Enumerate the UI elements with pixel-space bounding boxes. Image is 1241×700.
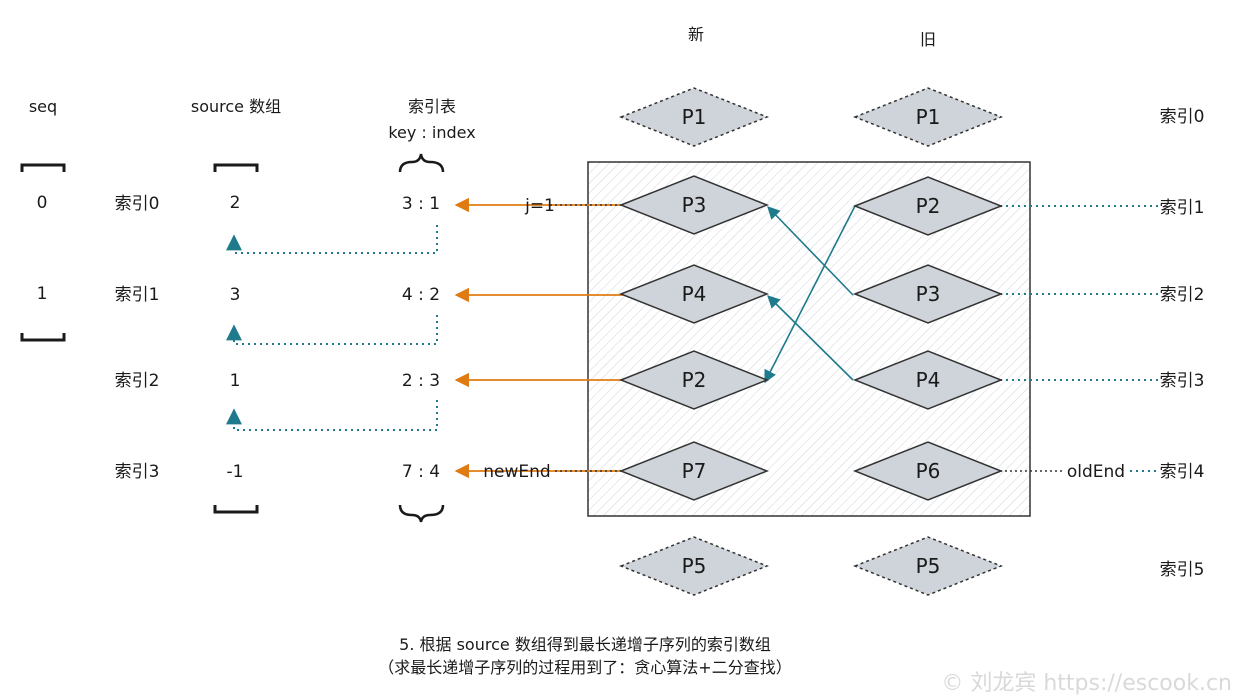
key-index-0: 3 : 1 <box>402 194 440 214</box>
source-value-2: 1 <box>230 371 241 391</box>
old-node-4: P6 <box>852 441 1004 501</box>
old-node-label-5: P5 <box>916 554 941 578</box>
index-table-header: 索引表 <box>408 97 456 116</box>
old-index-label-4: 索引4 <box>1160 462 1205 482</box>
old-node-label-2: P3 <box>916 282 941 306</box>
index-table-braces <box>398 153 445 523</box>
old-index-label-2: 索引2 <box>1160 285 1205 305</box>
old-index-label-0: 索引0 <box>1160 107 1205 127</box>
old-index-lines <box>1000 205 1158 472</box>
new-node-2: P4 <box>618 264 770 324</box>
new-node-5: P5 <box>618 536 770 596</box>
new-column-header: 新 <box>688 25 704 44</box>
new-node-label-2: P4 <box>682 282 707 306</box>
seq-bracket <box>20 163 66 342</box>
source-bracket <box>213 163 259 514</box>
key-index-3: 7 : 4 <box>402 462 440 482</box>
old-index-label-5: 索引5 <box>1160 560 1205 580</box>
new-node-3: P2 <box>618 350 770 410</box>
source-header: source 数组 <box>191 97 281 116</box>
old-column-header: 旧 <box>920 30 936 49</box>
old-index-label-1: 索引1 <box>1160 198 1205 218</box>
row-label-2: 索引2 <box>115 371 160 391</box>
seq-header: seq <box>29 97 57 116</box>
source-value-0: 2 <box>230 193 241 213</box>
pointer-old-end: oldEnd <box>1067 462 1125 482</box>
source-value-3: -1 <box>227 462 244 482</box>
row-label-0: 索引0 <box>115 194 160 214</box>
old-index-label-3: 索引3 <box>1160 371 1205 391</box>
old-node-2: P3 <box>852 264 1004 324</box>
new-node-label-5: P5 <box>682 554 707 578</box>
source-mapping-lines <box>226 225 438 431</box>
seq-value-0: 0 <box>37 193 48 213</box>
caption-line-2: （求最长递增子序列的过程用到了：贪心算法+二分查找） <box>378 658 791 677</box>
old-node-3: P4 <box>852 350 1004 410</box>
new-node-4: P7 <box>618 441 770 501</box>
old-node-label-0: P1 <box>916 105 941 129</box>
key-index-1: 4 : 2 <box>402 285 440 305</box>
new-node-label-0: P1 <box>682 105 707 129</box>
row-label-3: 索引3 <box>115 462 160 482</box>
seq-value-1: 1 <box>37 284 48 304</box>
caption-line-1: 5. 根据 source 数组得到最长递增子序列的索引数组 <box>399 635 771 654</box>
row-label-1: 索引1 <box>115 285 160 305</box>
node-match-arrows <box>764 205 856 384</box>
old-node-1: P2 <box>852 176 1004 236</box>
new-node-label-4: P7 <box>682 459 707 483</box>
key-index-header: key : index <box>388 123 475 142</box>
key-index-2: 2 : 3 <box>402 371 440 391</box>
pointer-new-end: newEnd <box>483 462 550 482</box>
pointer-dotted-lines <box>550 204 1062 472</box>
new-node-0: P1 <box>618 87 770 147</box>
old-node-5: P5 <box>852 536 1004 596</box>
new-node-label-3: P2 <box>682 368 707 392</box>
old-node-label-3: P4 <box>916 368 941 392</box>
old-node-0: P1 <box>852 87 1004 147</box>
old-node-label-4: P6 <box>916 459 941 483</box>
watermark: © 刘龙宾 https://escook.cn <box>941 671 1232 696</box>
new-node-label-1: P3 <box>682 193 707 217</box>
new-node-1: P3 <box>618 175 770 235</box>
source-value-1: 3 <box>230 285 241 305</box>
old-node-label-1: P2 <box>916 194 941 218</box>
pointer-j: j=1 <box>524 196 555 216</box>
